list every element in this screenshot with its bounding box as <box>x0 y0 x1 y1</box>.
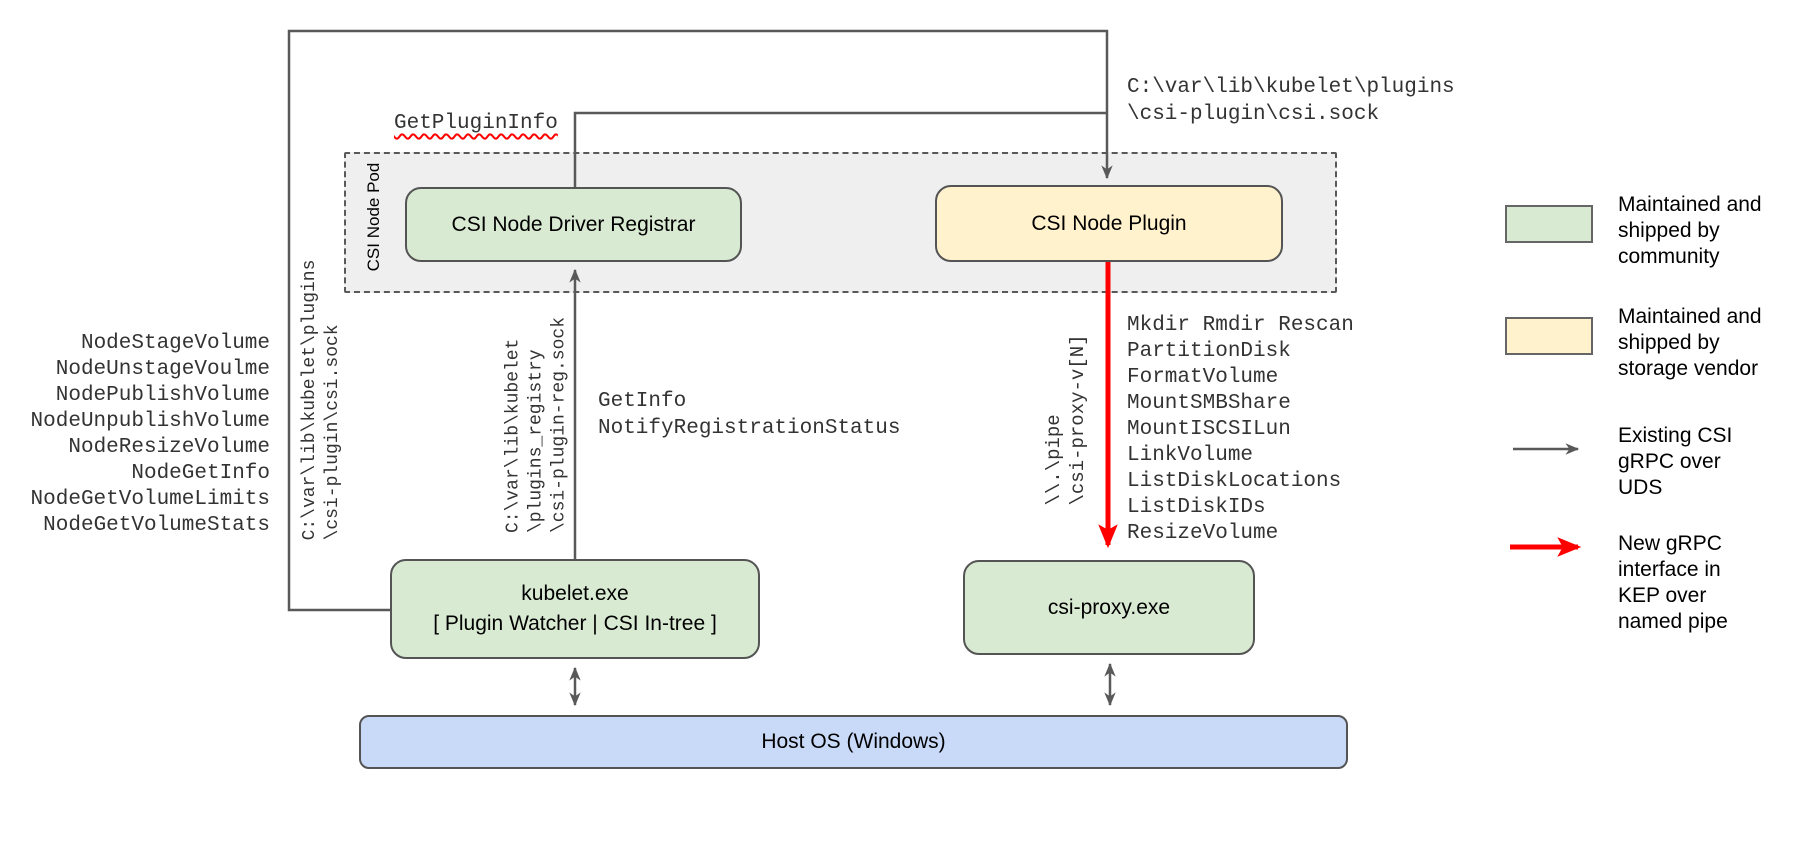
rotated-csi-sock-path-label: C:\var\lib\kubelet\plugins\csi-plugin\cs… <box>299 260 345 541</box>
node-csi-node-driver-registrar: CSI Node Driver Registrar <box>405 187 742 262</box>
list-line: KEP over <box>1618 584 1707 607</box>
list-line: NodeStageVolume <box>80 332 270 355</box>
list-line: NodeGetVolumeLimits <box>30 488 270 511</box>
list-line: NodeUnpublishVolume <box>30 410 270 433</box>
list-line: \plugins_registry <box>526 349 547 534</box>
list-line: shipped by <box>1618 331 1720 354</box>
list-line: NotifyRegistrationStatus <box>598 417 901 440</box>
list-line: NodePublishVolume <box>55 384 270 407</box>
csi-node-pod-label: CSI Node Pod <box>364 162 383 272</box>
list-line: \csi-plugin\csi.sock <box>1127 103 1380 126</box>
list-line: C:\var\lib\kubelet\plugins <box>300 259 320 541</box>
list-line: New gRPC <box>1618 532 1722 555</box>
list-line: gRPC over <box>1618 450 1721 473</box>
legend-community-text: Maintained and shipped by community <box>1618 192 1762 270</box>
list-line: Maintained and <box>1618 193 1762 216</box>
list-line: \csi-proxy-v[N] <box>1067 334 1089 506</box>
list-line: \csi-plugin\csi.sock <box>323 324 343 541</box>
list-line: NodeResizeVolume <box>68 436 270 459</box>
list-line: shipped by <box>1618 219 1720 242</box>
plugin-label: CSI Node Plugin <box>1031 211 1187 235</box>
list-line: GetInfo <box>598 390 687 413</box>
list-line: NodeGetVolumeStats <box>43 514 270 537</box>
csi-proxy-label: csi-proxy.exe <box>1047 595 1171 619</box>
rotated-named-pipe-label: \\.\pipe\csi-proxy-v[N] <box>1042 334 1090 505</box>
node-kubelet-exe: kubelet.exe [ Plugin Watcher | CSI In-tre… <box>390 559 760 659</box>
list-line: C:\var\lib\kubelet\plugins <box>1127 76 1455 99</box>
list-line: ListDiskIDs <box>1127 496 1266 519</box>
host-os-label: Host OS (Windows) <box>761 730 946 753</box>
list-line: FormatVolume <box>1127 366 1279 389</box>
list-line: MountSMBShare <box>1127 392 1291 415</box>
list-line: UDS <box>1618 476 1663 499</box>
list-line: Mkdir Rmdir Rescan <box>1127 314 1354 337</box>
legend-vendor-swatch <box>1505 317 1593 355</box>
legend-kep-text: New gRPC interface in KEP over named pipe <box>1618 531 1728 635</box>
list-line: kubelet.exe <box>521 582 629 605</box>
list-line: \\.\pipe <box>1043 414 1065 506</box>
list-line: ListDiskLocations <box>1127 470 1342 493</box>
rotated-registry-sock-path-label: C:\var\lib\kubelet\plugins_registry\csi-… <box>503 317 572 533</box>
list-line: MountISCSILun <box>1127 418 1291 441</box>
list-line: C:\var\lib\kubelet <box>503 338 524 534</box>
list-line: NodeGetInfo <box>131 462 270 485</box>
list-line: interface in <box>1618 558 1721 581</box>
csi-sock-path-label: C:\var\lib\kubelet\plugins \csi-plugin\cs… <box>1127 74 1455 128</box>
list-line: \csi-plugin-reg.sock <box>549 316 570 534</box>
node-host-os-windows: Host OS (Windows) <box>359 715 1348 769</box>
node-csi-proxy-exe: csi-proxy.exe <box>963 560 1255 655</box>
list-line: storage vendor <box>1618 357 1759 380</box>
legend-vendor-text: Maintained and shipped by storage vendor <box>1618 304 1762 382</box>
list-line: PartitionDisk <box>1127 340 1291 363</box>
list-line: [ Plugin Watcher | CSI In-tree ] <box>433 612 717 635</box>
list-line: NodeUnstageVoulme <box>55 358 270 381</box>
node-csi-node-plugin: CSI Node Plugin <box>935 185 1283 262</box>
list-line: named pipe <box>1618 610 1728 633</box>
legend-community-swatch <box>1505 205 1593 243</box>
get-plugin-info-label: GetPluginInfo <box>394 112 558 135</box>
list-line: Maintained and <box>1618 305 1762 328</box>
list-line: Existing CSI <box>1618 424 1733 447</box>
list-line: community <box>1618 245 1720 268</box>
list-line: LinkVolume <box>1127 444 1254 467</box>
list-line: ResizeVolume <box>1127 522 1279 545</box>
registrar-label: CSI Node Driver Registrar <box>451 212 696 236</box>
